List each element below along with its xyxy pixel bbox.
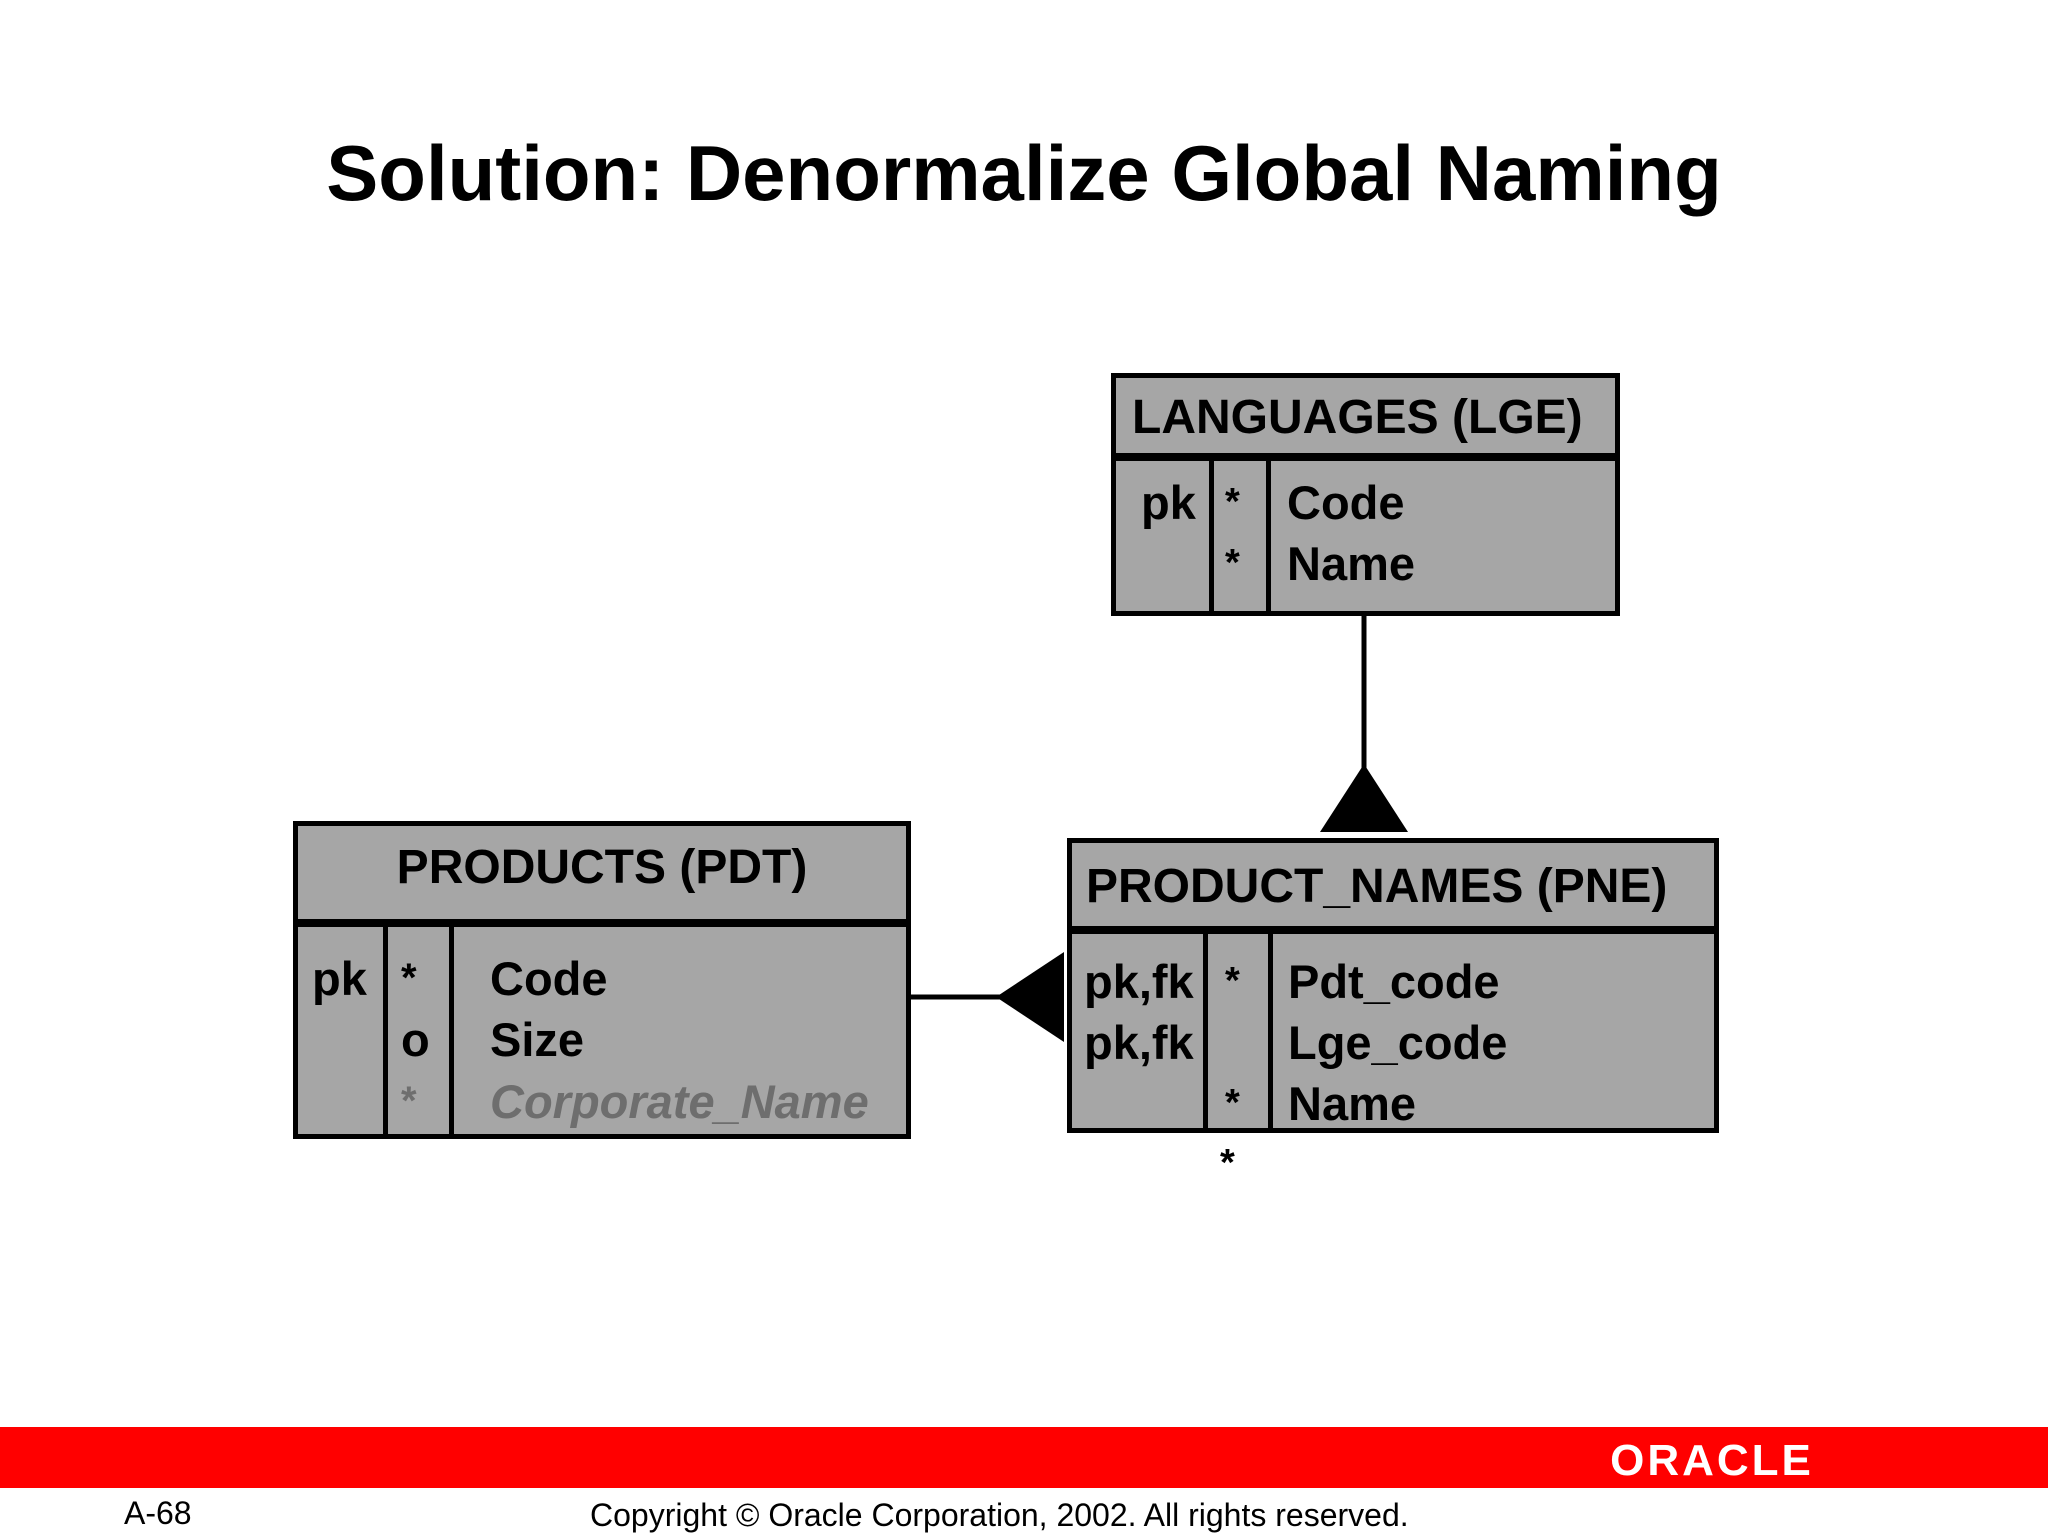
product-names-key-2: pk,fk: [1084, 1016, 1194, 1069]
copyright-text: Copyright © Oracle Corporation, 2002. Al…: [590, 1497, 1409, 1533]
slide-title: Solution: Denormalize Global Naming: [326, 129, 1722, 217]
entity-products[interactable]: PRODUCTS (PDT) pk * Code o Size * Corpor…: [293, 821, 911, 1139]
page-number: A-68: [124, 1495, 192, 1531]
product-names-marker-1: *: [1225, 960, 1240, 1002]
entity-products-header: PRODUCTS (PDT): [298, 826, 906, 927]
entity-product-names-name: PRODUCT_NAMES (PNE): [1086, 860, 1668, 913]
languages-key-1: pk: [1141, 476, 1196, 529]
product-names-marker-4: *: [1220, 1142, 1235, 1184]
products-marker-1: *: [401, 956, 417, 1000]
products-attr-1: Code: [490, 952, 608, 1005]
languages-attr-1: Code: [1287, 476, 1405, 529]
products-attr-3: Corporate_Name: [490, 1075, 869, 1128]
products-attr-2: Size: [490, 1013, 585, 1066]
product-names-attr-1: Pdt_code: [1288, 955, 1500, 1008]
column-divider: [1268, 934, 1273, 1128]
products-key-1: pk: [312, 952, 367, 1005]
column-divider: [1209, 461, 1214, 611]
entity-languages-header: LANGUAGES (LGE): [1116, 378, 1615, 461]
column-divider: [383, 927, 388, 1134]
column-divider: [1266, 461, 1271, 611]
product-names-marker-3: *: [1225, 1082, 1240, 1124]
entity-languages-name: LANGUAGES (LGE): [1132, 391, 1583, 444]
entity-products-name: PRODUCTS (PDT): [396, 841, 808, 894]
entity-product-names[interactable]: PRODUCT_NAMES (PNE) pk,fk * Pdt_code pk,…: [1067, 838, 1719, 1133]
languages-crows-foot: [1320, 764, 1408, 832]
product-names-attr-2: Lge_code: [1288, 1016, 1508, 1069]
column-divider: [449, 927, 454, 1134]
oracle-logo: ORACLE: [1610, 1436, 1814, 1485]
footer-bar: [0, 1427, 2048, 1488]
entity-product-names-header: PRODUCT_NAMES (PNE): [1072, 843, 1714, 934]
languages-marker-1: *: [1225, 481, 1240, 523]
languages-marker-2: *: [1225, 542, 1240, 584]
product-names-attr-3: Name: [1288, 1077, 1417, 1130]
column-divider: [1203, 934, 1208, 1128]
product-names-key-1: pk,fk: [1084, 955, 1194, 1008]
products-marker-2: o: [401, 1013, 430, 1066]
products-crows-foot: [996, 952, 1064, 1042]
products-marker-3: *: [401, 1079, 417, 1123]
oracle-logo-text: ORACLE: [1610, 1436, 1814, 1485]
entity-languages[interactable]: LANGUAGES (LGE) pk * Code * Name: [1111, 373, 1620, 616]
languages-attr-2: Name: [1287, 537, 1416, 590]
